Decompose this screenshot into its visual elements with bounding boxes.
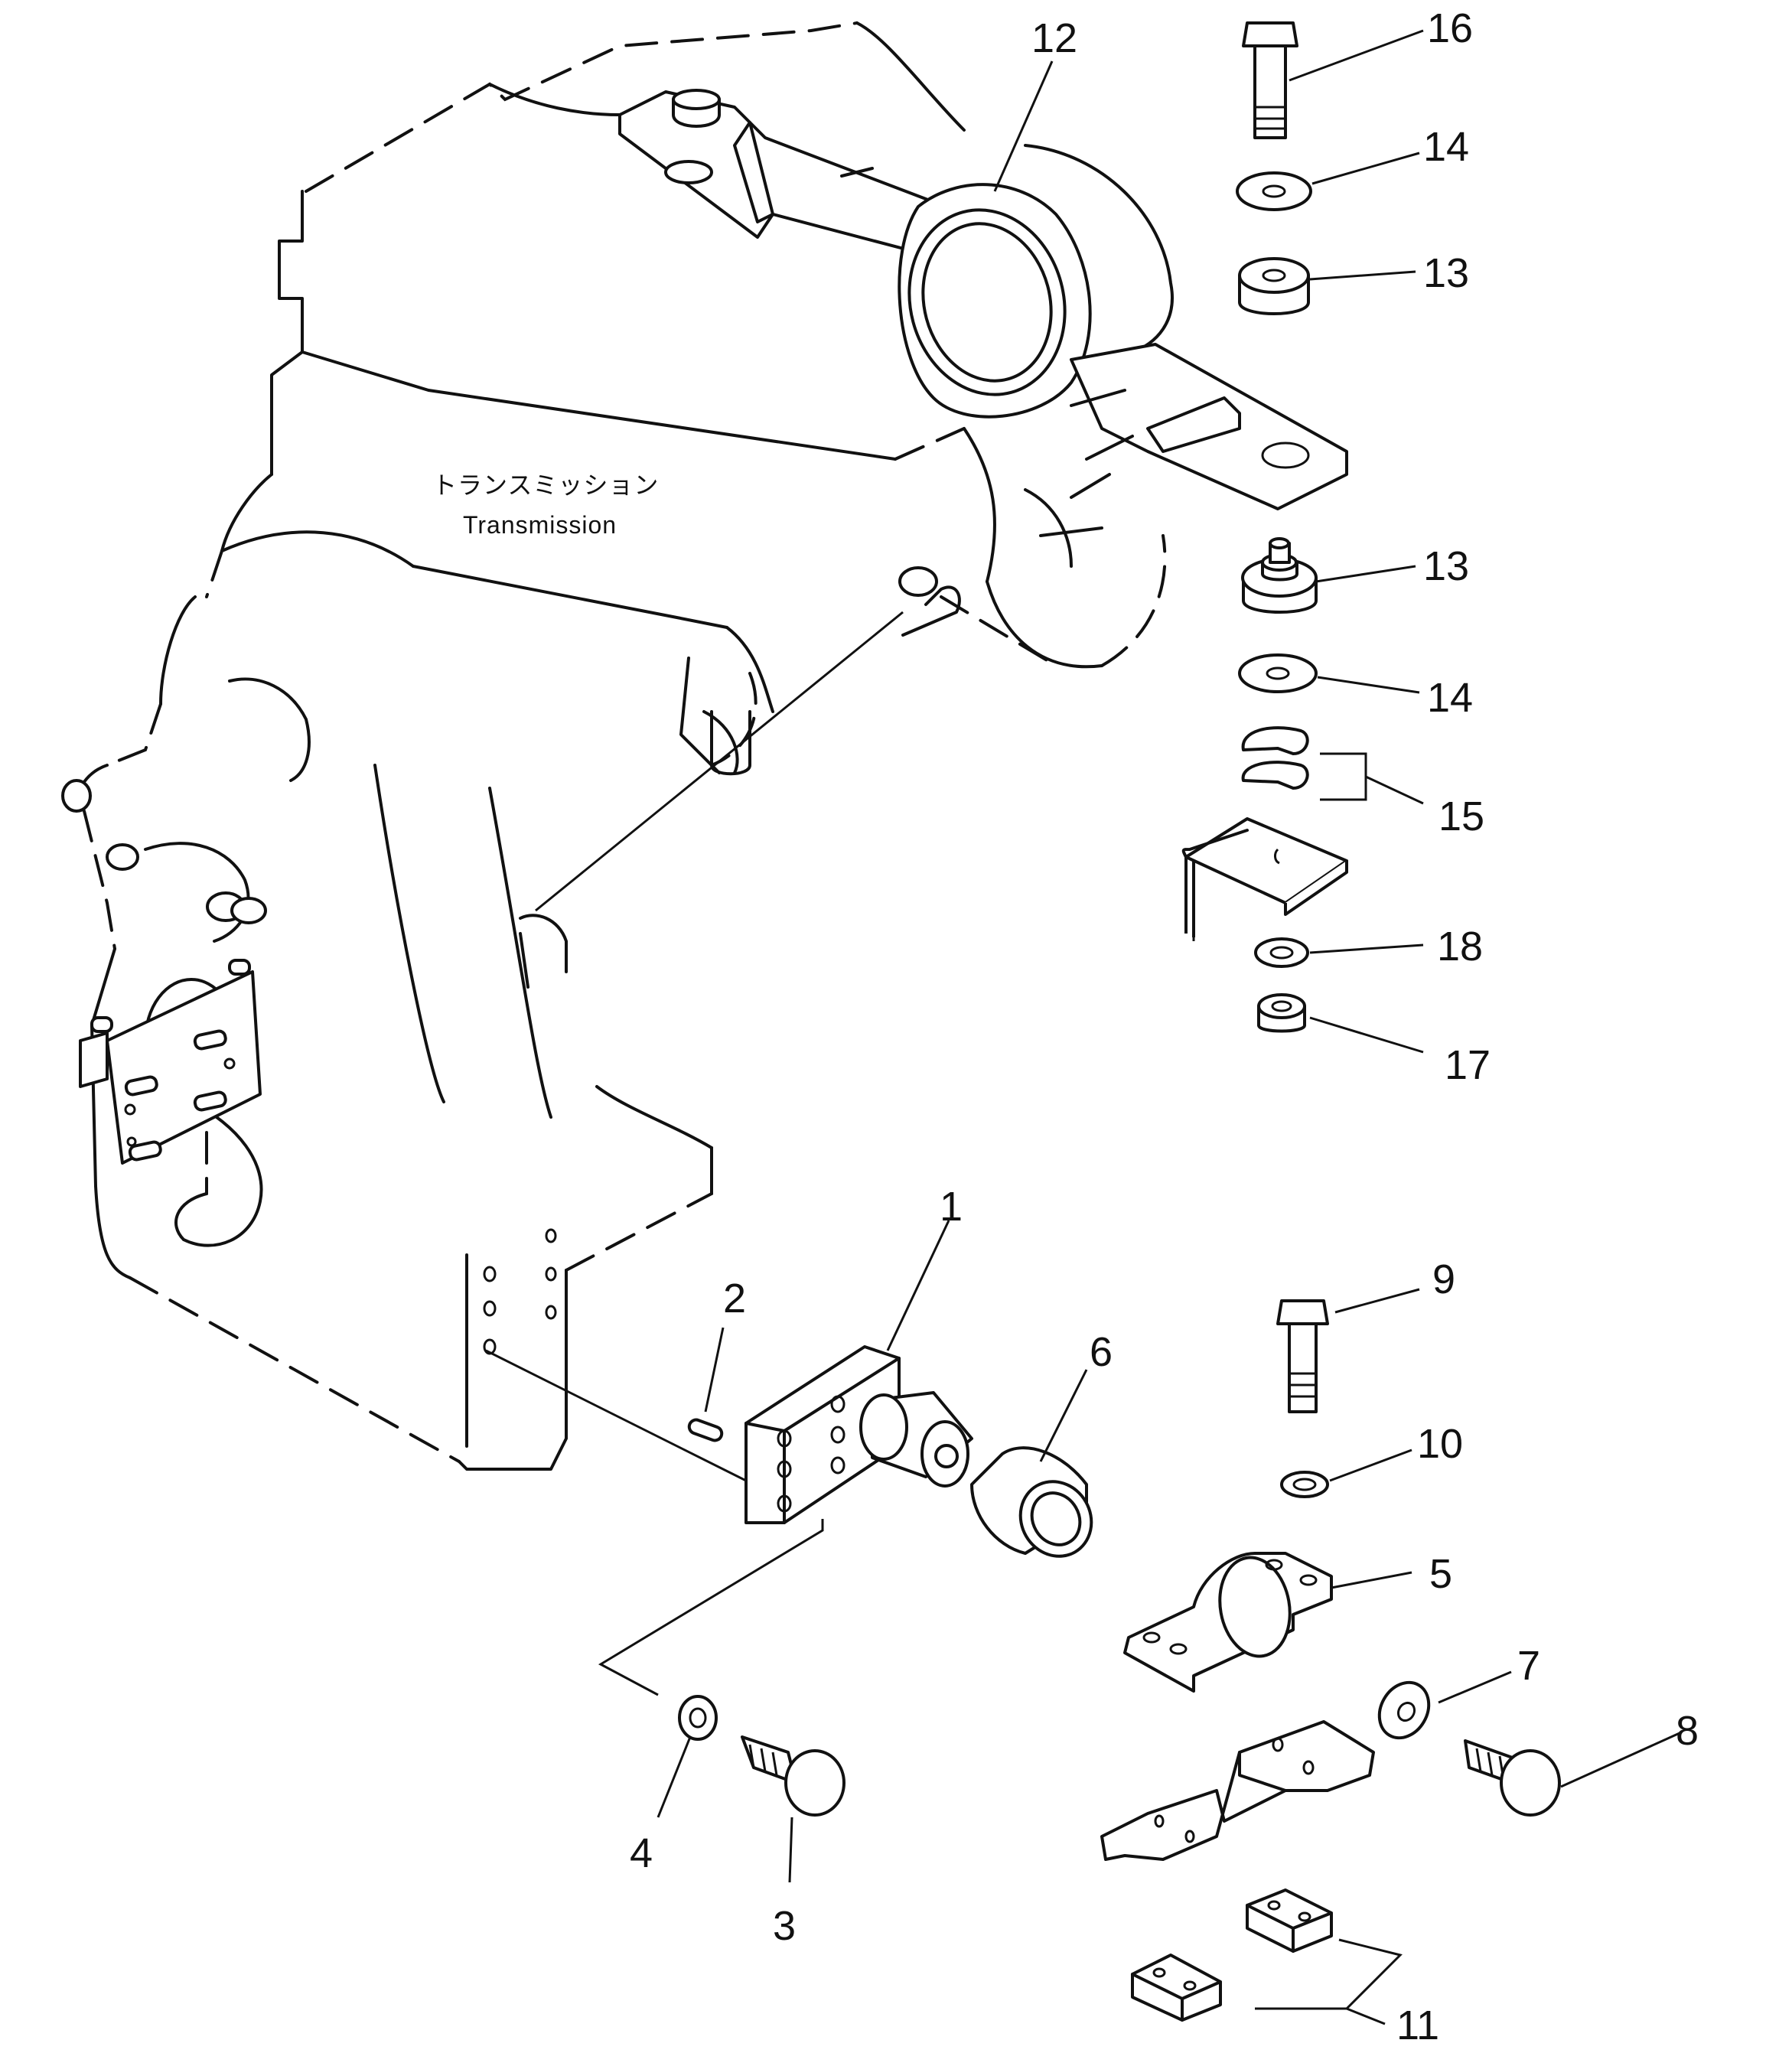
assembly-label-en: Transmission [463, 511, 617, 539]
part-14-washer-lower [1238, 653, 1318, 693]
callout-14-upper: 14 [1423, 124, 1469, 170]
mount-bracket-lower [1100, 1720, 1375, 1861]
callout-13-lower: 13 [1423, 543, 1469, 589]
callout-14-lower: 14 [1427, 675, 1473, 721]
part-6-bushing [970, 1446, 1093, 1558]
part-2-pin [687, 1418, 724, 1442]
callout-16: 16 [1427, 5, 1473, 51]
part-8-bolt [1464, 1739, 1561, 1817]
callout-12: 12 [1031, 15, 1077, 61]
callout-1: 1 [940, 1184, 963, 1230]
callout-3: 3 [773, 1903, 796, 1949]
callout-17: 17 [1445, 1042, 1491, 1088]
callout-18: 18 [1437, 924, 1483, 969]
part-12-yoke-bracket [618, 89, 1348, 510]
part-7-washer [1377, 1680, 1431, 1740]
part-18-washer [1254, 937, 1309, 968]
callout-9: 9 [1432, 1256, 1455, 1302]
part-16-bolt [1242, 21, 1298, 139]
part-5-bearing-cap [1123, 1552, 1333, 1693]
callout-7: 7 [1517, 1643, 1540, 1689]
callout-5: 5 [1429, 1551, 1452, 1597]
transmission-housing [61, 21, 1167, 1471]
callout-4: 4 [630, 1830, 653, 1876]
housing-bolt-holes [483, 1228, 557, 1355]
leader-lines [657, 29, 1680, 2025]
part-14-washer-upper [1236, 171, 1312, 211]
part-13-cushion-upper [1238, 257, 1310, 315]
callout-15: 15 [1438, 793, 1484, 839]
callout-10: 10 [1417, 1421, 1463, 1467]
plate-studs [90, 959, 251, 1162]
part-11-pads [1131, 1888, 1333, 2022]
part-10-washer [1280, 1471, 1329, 1498]
part-15-shims [1241, 726, 1367, 801]
flange-holes [777, 1395, 845, 1513]
part-3-bolt [741, 1735, 845, 1817]
part-13-cushion-lower [1241, 537, 1318, 614]
callout-6: 6 [1090, 1329, 1113, 1375]
assembly-label-jp: トランスミッション [432, 471, 659, 499]
callout-2: 2 [723, 1276, 746, 1321]
callout-8: 8 [1676, 1708, 1699, 1754]
part-4-washer [678, 1695, 718, 1741]
mount-bracket-upper [1181, 817, 1348, 941]
part-1-flange-shaft [485, 1345, 973, 1696]
part-17-nut [1257, 993, 1306, 1033]
part-9-bolt [1276, 1299, 1329, 1413]
callout-13-upper: 13 [1423, 250, 1469, 296]
callout-11: 11 [1396, 2002, 1439, 2048]
